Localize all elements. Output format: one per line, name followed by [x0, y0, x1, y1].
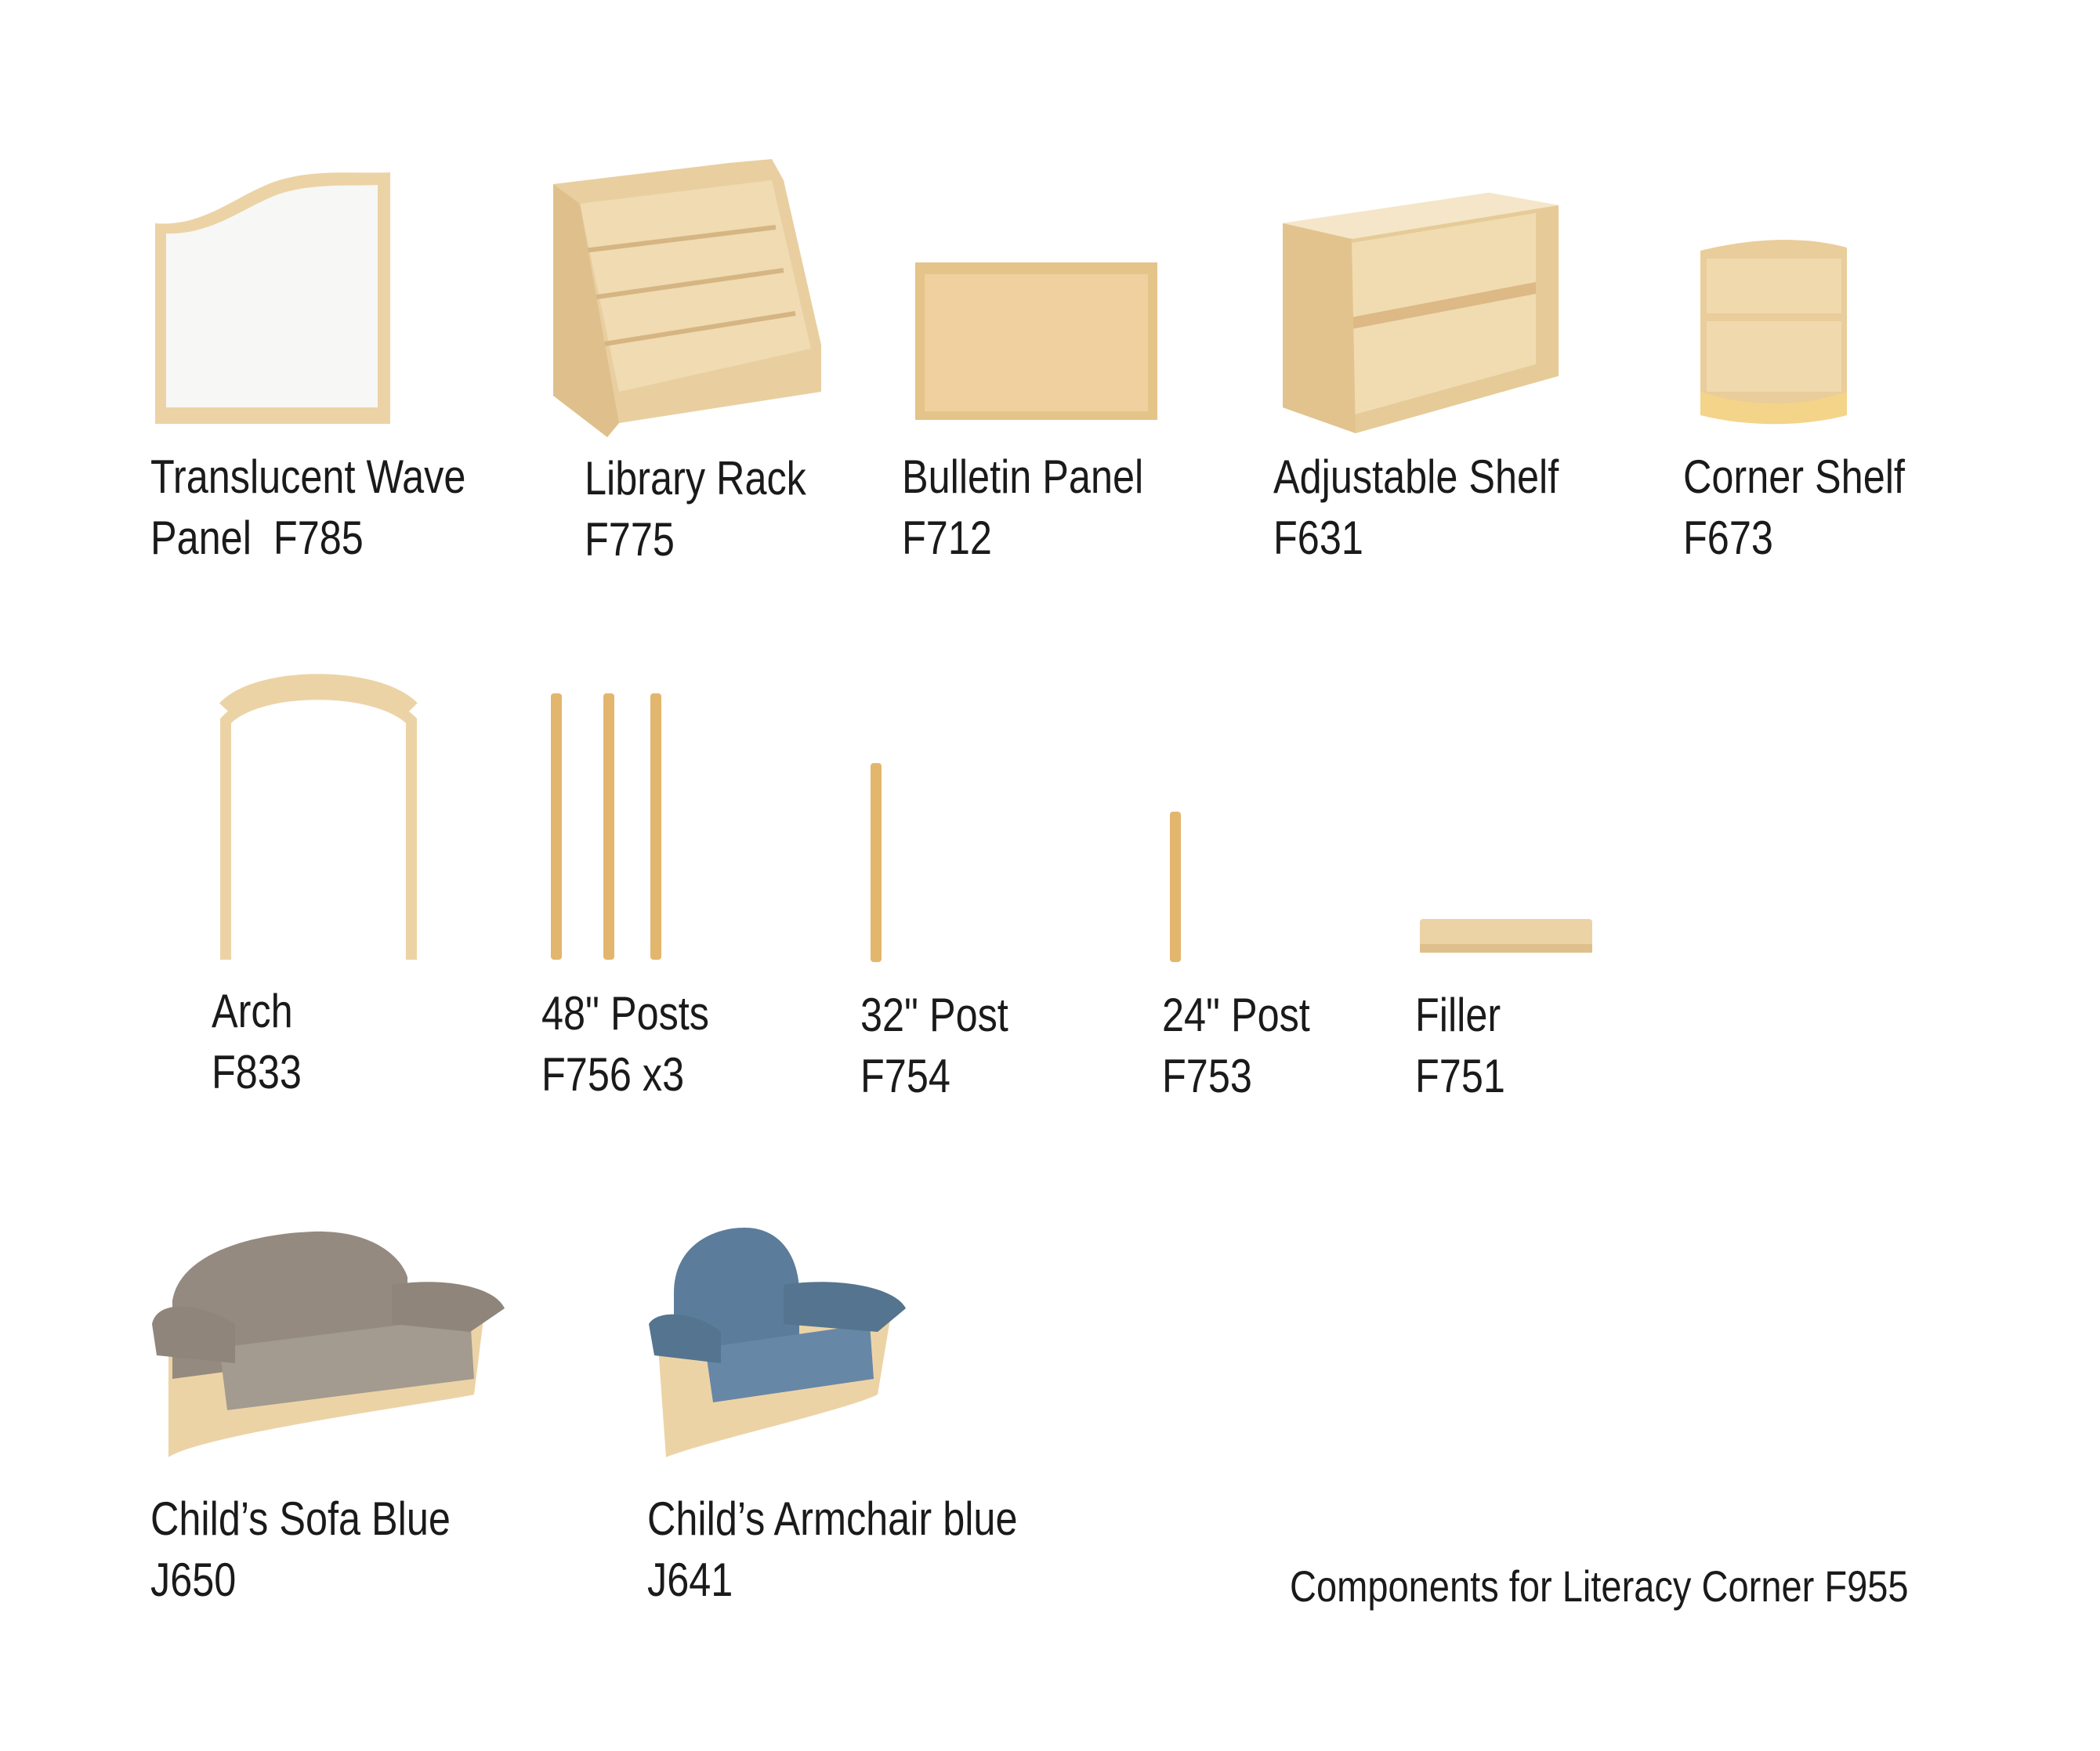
item-name: Arch — [212, 985, 293, 1037]
item-name: Child’s Sofa Blue — [150, 1492, 451, 1545]
item-code: F673 — [1683, 512, 1773, 564]
childs-sofa-image — [152, 1231, 505, 1457]
item-label-translucent-wave-panel: Translucent Wave Panel F785 — [150, 447, 465, 569]
item-label-childs-sofa: Child’s Sofa Blue J650 — [150, 1489, 451, 1611]
item-name: 32" Post — [860, 989, 1008, 1041]
item-code: J641 — [647, 1554, 733, 1606]
item-name: 24" Post — [1162, 989, 1310, 1041]
library-rack-image — [553, 159, 821, 437]
item-code: F756 x3 — [541, 1048, 685, 1101]
item-name: Translucent Wave — [150, 450, 466, 503]
item-code: F754 — [860, 1050, 950, 1102]
item-code: F751 — [1415, 1050, 1505, 1102]
item-code: F631 — [1273, 512, 1363, 564]
item-label-32-post: 32" Post F754 — [860, 985, 1008, 1107]
item-code: J650 — [150, 1554, 237, 1606]
item-name: Bulletin Panel — [902, 450, 1144, 503]
item-name: Filler — [1415, 989, 1501, 1041]
item-name: Child’s Armchair blue — [647, 1492, 1018, 1545]
item-name: 48" Posts — [541, 987, 710, 1040]
item-label-bulletin-panel: Bulletin Panel F712 — [902, 447, 1143, 569]
adjustable-shelf-image — [1283, 193, 1559, 433]
corner-shelf-image — [1700, 240, 1847, 425]
item-name: Library Rack — [585, 452, 806, 505]
post-24-image — [1170, 812, 1181, 962]
item-label-childs-armchair: Child’s Armchair blue J641 — [647, 1489, 1017, 1611]
item-code: F775 — [585, 513, 675, 566]
item-label-arch: Arch F833 — [212, 981, 302, 1103]
item-label-48-posts: 48" Posts F756 x3 — [541, 983, 709, 1105]
post-32-image — [871, 763, 882, 962]
translucent-wave-panel-image — [155, 172, 390, 424]
item-label-adjustable-shelf: Adjustable Shelf F631 — [1273, 447, 1559, 569]
item-label-filler: Filler F751 — [1415, 985, 1505, 1107]
item-label-corner-shelf: Corner Shelf F673 — [1683, 447, 1905, 569]
item-code: F833 — [212, 1046, 302, 1098]
arch-image — [219, 674, 418, 960]
item-code: F753 — [1162, 1050, 1252, 1102]
item-label-library-rack: Library Rack F775 — [585, 448, 806, 570]
posts-48-image — [551, 693, 661, 960]
caption: Components for Literacy Corner F955 — [1290, 1561, 1909, 1611]
item-name: Adjustable Shelf — [1273, 450, 1559, 503]
bulletin-panel-image — [915, 262, 1157, 420]
item-name: Corner Shelf — [1683, 450, 1905, 503]
filler-image — [1420, 919, 1592, 953]
childs-armchair-image — [649, 1228, 906, 1457]
item-code: F712 — [902, 512, 992, 564]
item-label-24-post: 24" Post F753 — [1162, 985, 1310, 1107]
item-code: Panel F785 — [150, 512, 364, 564]
